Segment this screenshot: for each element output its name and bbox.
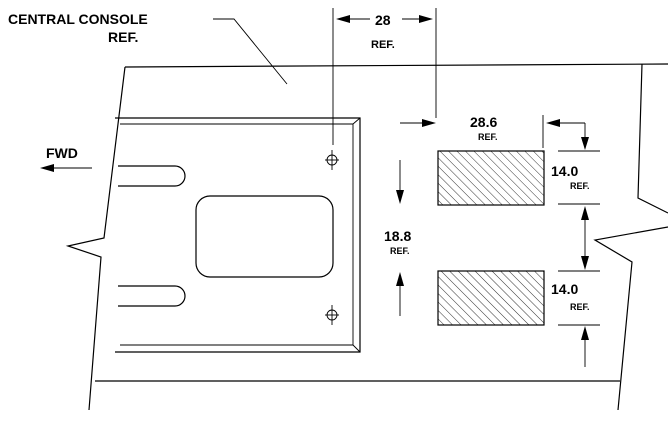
dim-gap-arrows bbox=[558, 206, 600, 326]
dim-height-lower-ref: REF. bbox=[570, 302, 590, 312]
callout-line-1: CENTRAL CONSOLE bbox=[8, 11, 148, 27]
dim-width: 28.6 REF. bbox=[400, 114, 585, 148]
dim-gap: 18.8 REF. bbox=[384, 160, 411, 316]
fastener-upper bbox=[325, 150, 339, 170]
hatched-pad-upper bbox=[437, 150, 545, 206]
dim-height-upper-value: 14.0 bbox=[551, 163, 578, 179]
hatched-pad-lower bbox=[437, 270, 545, 326]
dim-height-upper: 14.0 REF. bbox=[551, 123, 600, 205]
dim-width-value: 28.6 bbox=[470, 114, 497, 130]
callout-line-2: REF. bbox=[108, 29, 138, 45]
fwd-label: FWD bbox=[46, 145, 78, 161]
slot-lower bbox=[118, 285, 186, 307]
fastener-lower bbox=[325, 305, 339, 325]
dim-top-value: 28 bbox=[375, 12, 391, 28]
console-outline bbox=[65, 63, 668, 411]
center-opening bbox=[195, 195, 334, 278]
slot-upper bbox=[118, 165, 186, 187]
dim-width-ref: REF. bbox=[478, 132, 498, 142]
dim-height-upper-ref: REF. bbox=[570, 181, 590, 191]
bracket-plate bbox=[115, 117, 361, 353]
dim-top-ref: REF. bbox=[371, 39, 395, 51]
dim-height-lower: 14.0 REF. bbox=[551, 281, 590, 367]
fwd-indicator: FWD bbox=[40, 145, 92, 172]
callout-console: CENTRAL CONSOLE REF. bbox=[8, 11, 288, 85]
dim-gap-value: 18.8 bbox=[384, 228, 411, 244]
dim-height-lower-value: 14.0 bbox=[551, 281, 578, 297]
dim-gap-ref: REF. bbox=[390, 246, 410, 256]
dim-top: 28 REF. bbox=[332, 8, 437, 145]
